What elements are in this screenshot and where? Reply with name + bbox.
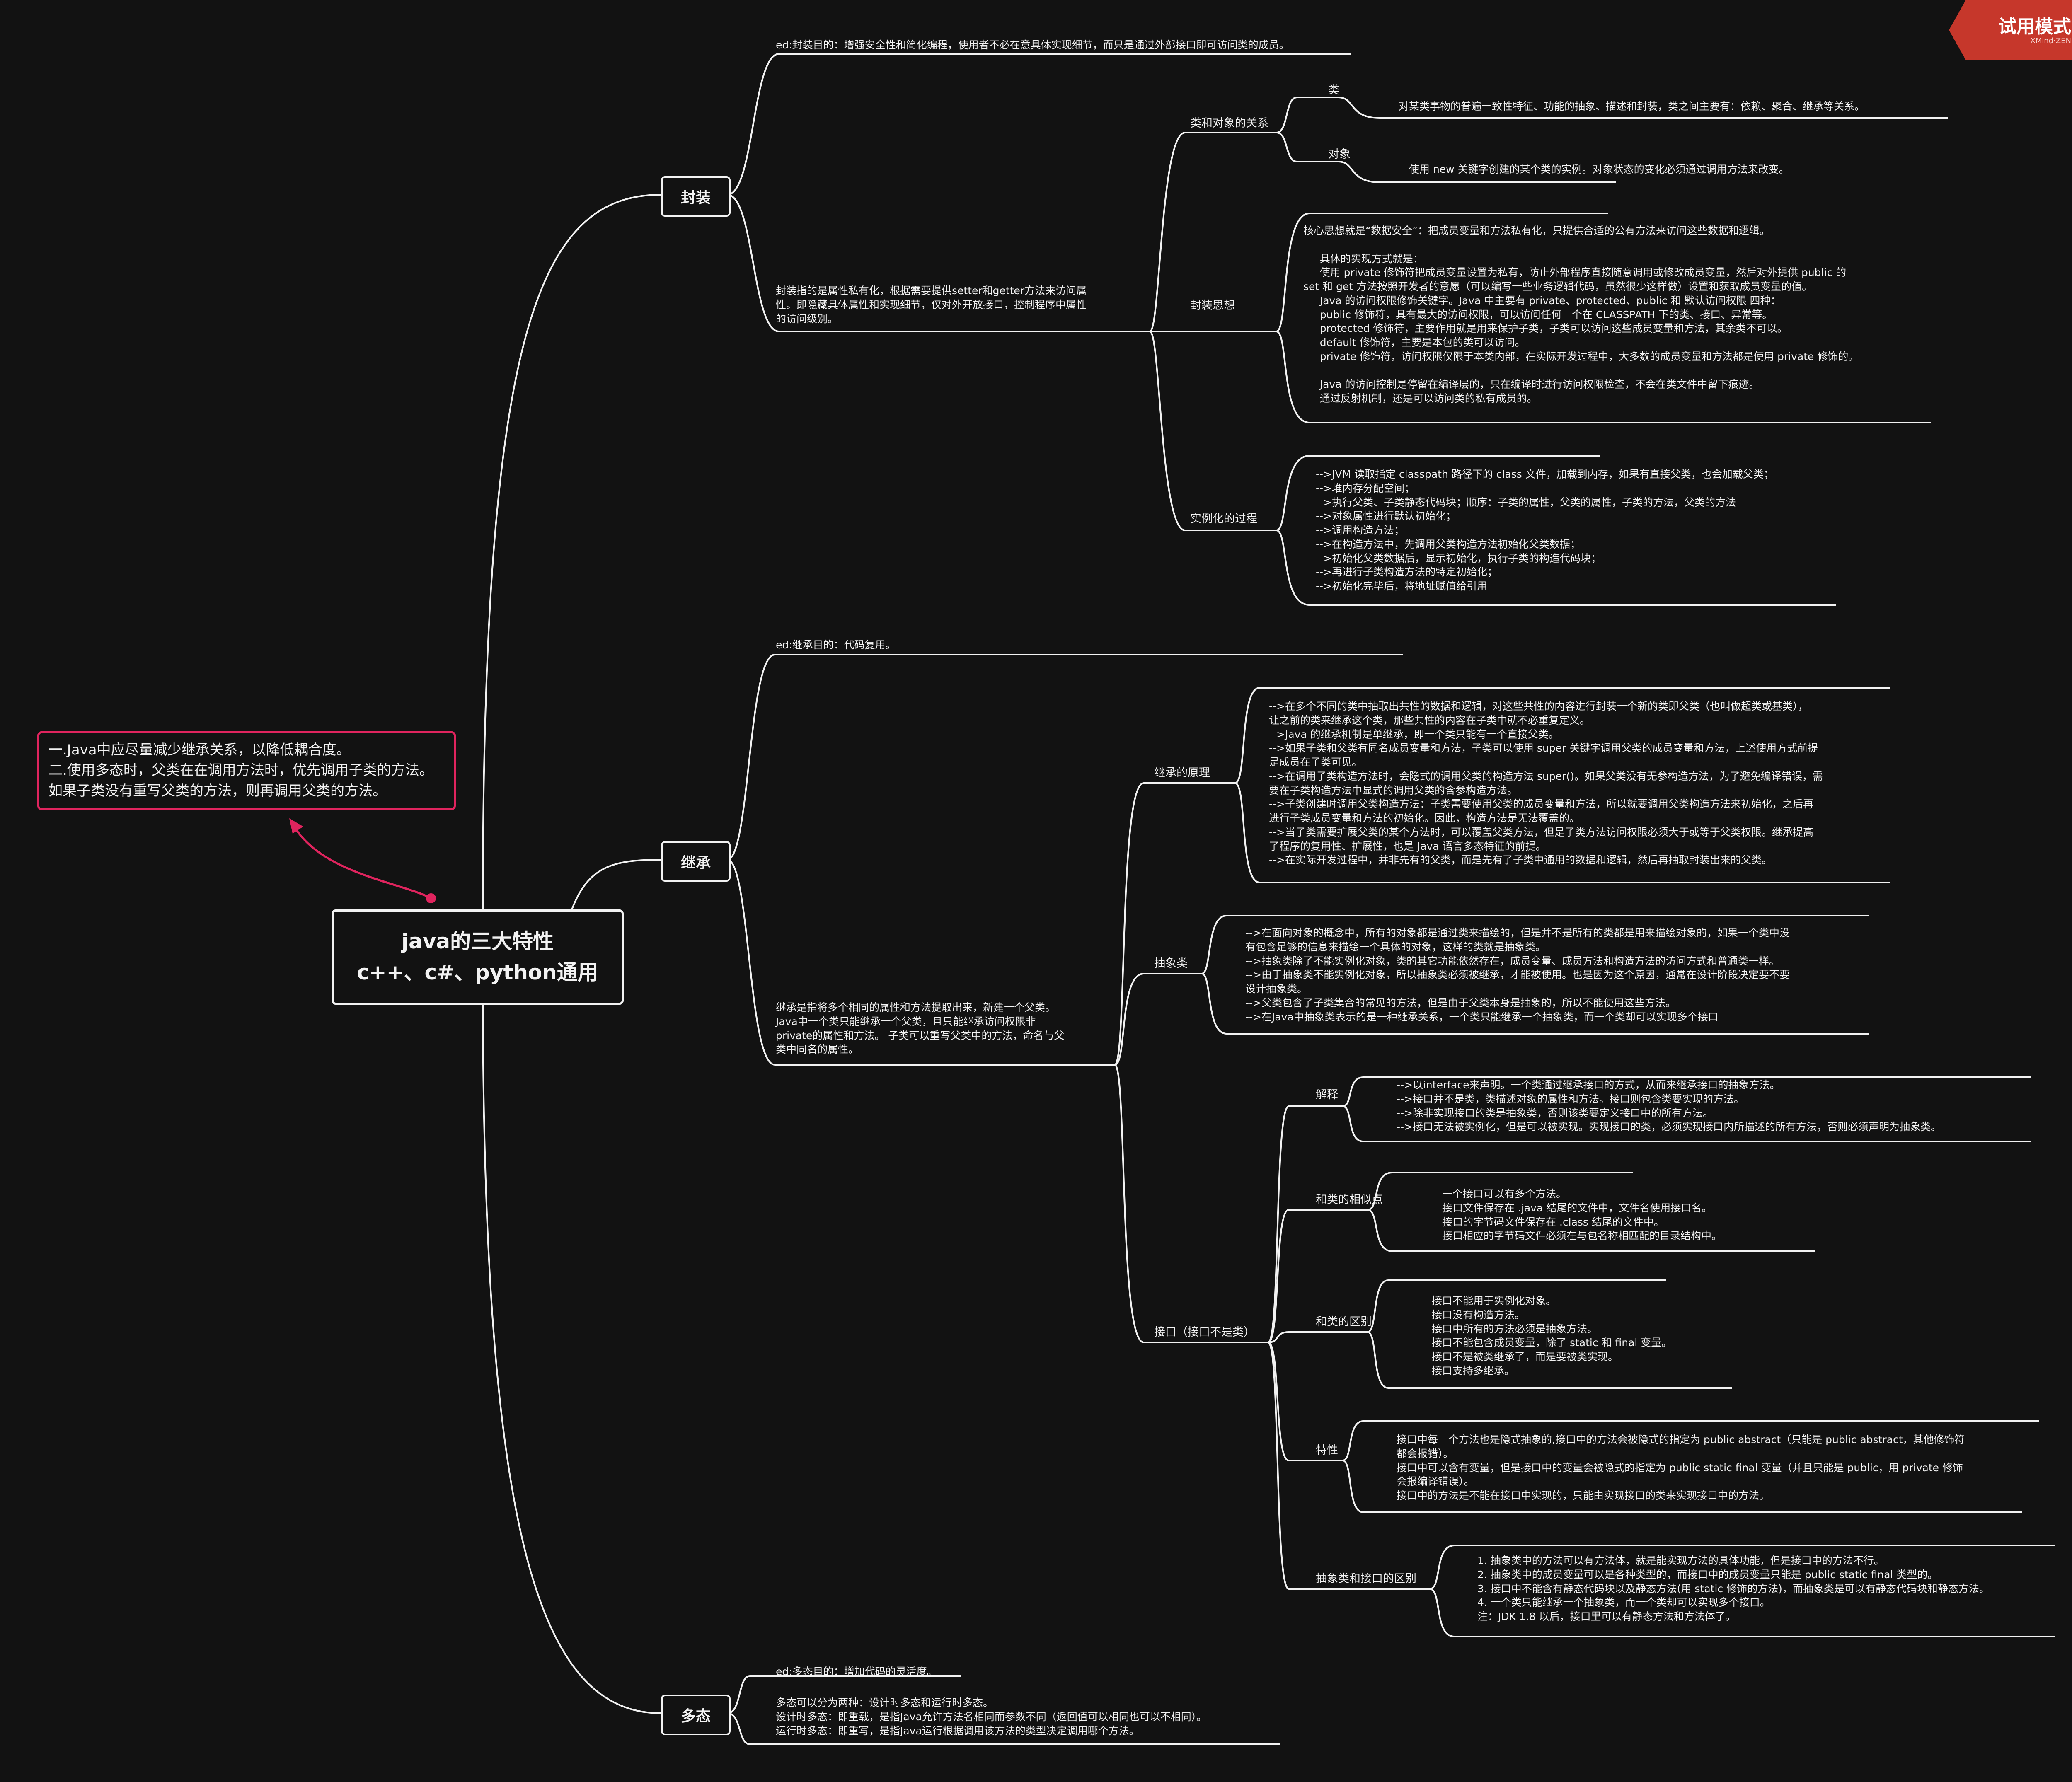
abstract-vs-interface-text[interactable]: 1. 抽象类中的方法可以有方法体，就是能实现方法的具体功能，但是接口中的方法不行… xyxy=(1477,1555,1990,1622)
topic-polymorphism[interactable]: 多态 xyxy=(661,1695,731,1735)
instantiation-process[interactable]: 实例化的过程 xyxy=(1190,513,1257,525)
topic-encapsulation[interactable]: 封装 xyxy=(661,176,731,217)
connector-root-duotai xyxy=(482,984,661,1714)
note-arrowhead xyxy=(289,818,303,834)
encapsulation-idea[interactable]: 封装思想 xyxy=(1190,299,1235,312)
inheritance-description[interactable]: 继承是指将多个相同的属性和方法提取出来，新建一个父类。 Java中一个类只能继承… xyxy=(776,1001,1065,1056)
xmind-brand-label: XMind·ZEN xyxy=(2030,36,2071,45)
interface-explain[interactable]: 解释 xyxy=(1316,1088,1338,1101)
interface-explain-text[interactable]: -->以interface来声明。一个类通过继承接口的方式，从而来继承接口的抽象… xyxy=(1397,1079,1941,1133)
instantiation-steps[interactable]: -->JVM 读取指定 classpath 路径下的 class 文件，加载到内… xyxy=(1316,468,1774,592)
polymorphism-description[interactable]: 多态可以分为两种：设计时多态和运行时多态。 设计时多态：即重载，是指Java允许… xyxy=(776,1697,1207,1737)
object-label[interactable]: 对象 xyxy=(1328,148,1351,161)
abstract-class-text[interactable]: -->在面向对象的概念中，所有的对象都是通过类来描绘的，但是并不是所有的类都是用… xyxy=(1245,927,1790,1023)
object-definition[interactable]: 使用 new 关键字创建的某个类的实例。对象状态的变化必须通过调用方法来改变。 xyxy=(1409,163,1789,175)
callout-note[interactable]: 一.Java中应尽量减少继承关系，以降低耦合度。 二.使用多态时，父类在在调用方… xyxy=(37,731,456,810)
topic-inheritance[interactable]: 继承 xyxy=(661,841,731,882)
note-connector xyxy=(293,826,432,899)
interface-differences[interactable]: 和类的区别 xyxy=(1316,1315,1372,1328)
interface-differences-text[interactable]: 接口不能用于实例化对象。 接口没有构造方法。 接口中所有的方法必须是抽象方法。 … xyxy=(1432,1295,1672,1377)
encapsulation-idea-text[interactable]: 核心思想就是“数据安全”：把成员变量和方法私有化，只提供合适的公有方法来访问这些… xyxy=(1303,225,1859,404)
class-definition[interactable]: 对某类事物的普遍一致性特征、功能的抽象、描述和封装，类之间主要有：依赖、聚合、继… xyxy=(1399,100,1865,112)
root-subtitle: c++、c#、python通用 xyxy=(357,960,598,984)
interface-similarities[interactable]: 和类的相似点 xyxy=(1316,1193,1383,1206)
class-object-relation[interactable]: 类和对象的关系 xyxy=(1190,117,1268,130)
inheritance-purpose[interactable]: ed:继承目的：代码复用。 xyxy=(776,639,896,651)
root-title: java的三大特性 xyxy=(401,929,554,953)
connector-root-jicheng xyxy=(571,859,661,910)
abstract-class[interactable]: 抽象类 xyxy=(1154,957,1188,970)
note-anchor-dot xyxy=(426,893,436,903)
trial-mode-badge[interactable]: 试用模式 XMind·ZEN xyxy=(1949,0,2072,60)
interface-features[interactable]: 特性 xyxy=(1316,1444,1338,1457)
inheritance-principle-text[interactable]: -->在多个不同的类中抽取出共性的数据和逻辑，对这些共性的内容进行封装一个新的类… xyxy=(1269,700,1823,866)
interface-topic[interactable]: 接口（接口不是类） xyxy=(1154,1326,1255,1339)
polymorphism-purpose[interactable]: ed:多态目的：增加代码的灵活度。 xyxy=(776,1666,937,1678)
encapsulation-description[interactable]: 封装指的是属性私有化，根据需要提供setter和getter方法来访问属 性。即… xyxy=(776,285,1087,325)
inheritance-principle[interactable]: 继承的原理 xyxy=(1154,766,1210,779)
encapsulation-purpose[interactable]: ed:封装目的：增强安全性和简化编程，使用者不必在意具体实现细节，而只是通过外部… xyxy=(776,39,1290,51)
class-label[interactable]: 类 xyxy=(1328,84,1339,97)
connector-root-fengzhuang xyxy=(482,194,661,910)
interface-similarities-text[interactable]: 一个接口可以有多个方法。 接口文件保存在 .java 结尾的文件中，文件名使用接… xyxy=(1442,1188,1722,1242)
interface-features-text[interactable]: 接口中每一个方法也是隐式抽象的,接口中的方法会被隐式的指定为 public ab… xyxy=(1397,1434,1965,1502)
abstract-vs-interface[interactable]: 抽象类和接口的区别 xyxy=(1316,1572,1416,1585)
root-topic[interactable]: java的三大特性 c++、c#、python通用 xyxy=(332,909,624,1005)
trial-mode-label: 试用模式 xyxy=(1998,16,2071,37)
